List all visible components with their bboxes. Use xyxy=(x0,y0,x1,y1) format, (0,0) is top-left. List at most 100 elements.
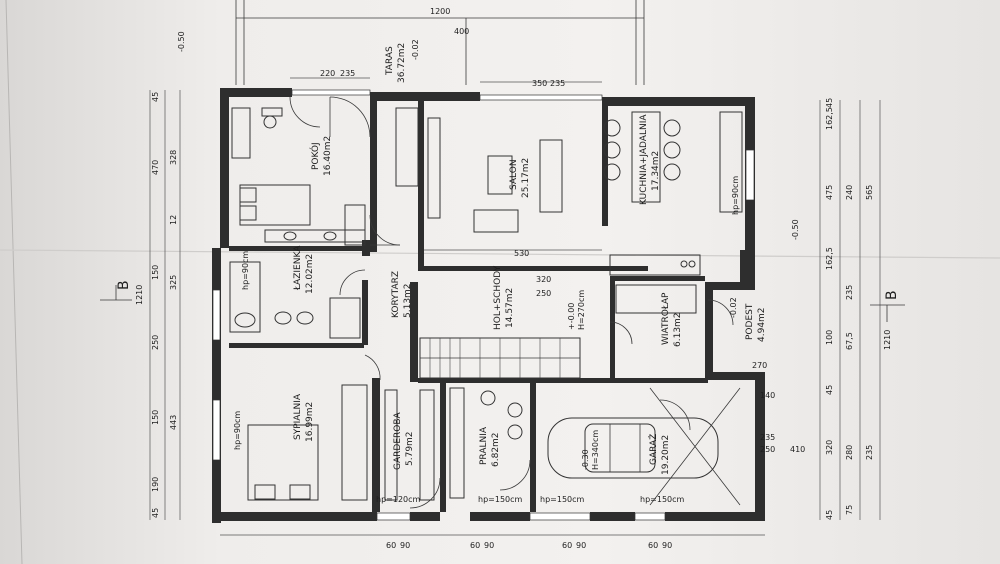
dim-garage-140: 140 xyxy=(760,391,775,400)
furniture xyxy=(229,107,743,506)
room-label-kuchnia: KUCHNIA+JADALNIA xyxy=(639,114,649,205)
dim-left-45-bottom: 45 xyxy=(151,508,160,518)
dim-mid-250: 250 xyxy=(536,289,551,298)
car-icon xyxy=(547,417,719,479)
room-label-wiatrolap: WIATROŁAP xyxy=(661,292,671,345)
dim-right-67-5: 67,5 xyxy=(845,332,854,350)
dim-right-240: 240 xyxy=(845,185,854,200)
dim-top-1200: 1200 xyxy=(430,7,450,16)
window-sill-garderoba: hp=120cm xyxy=(376,495,421,504)
room-area-sypialnia: 16.99m2 xyxy=(305,402,315,442)
window-sill-bedroom: hp=90cm xyxy=(233,411,242,450)
dim-mid-530: 530 xyxy=(514,249,529,258)
dim-right-162-5: 162,5 xyxy=(825,107,834,130)
dim-left-250: 250 xyxy=(151,335,160,350)
dim-right-162-5-b: 162,5 xyxy=(825,247,834,270)
dim-top-350: 350 xyxy=(532,79,547,88)
dim-bottom-60-d: 60 xyxy=(648,541,658,550)
room-area-korytarz: 5.13m2 xyxy=(403,283,413,318)
dim-right-235-b: 235 xyxy=(865,445,874,460)
dim-right-475: 475 xyxy=(825,185,834,200)
window-sill-garage-2: hp=150cm xyxy=(640,495,685,504)
dim-bottom-60-c: 60 xyxy=(562,541,572,550)
room-label-salon: SALON xyxy=(509,159,519,190)
interior-walls xyxy=(229,92,708,512)
staircase xyxy=(419,337,581,379)
room-area-garaz: 19.20m2 xyxy=(661,435,671,475)
section-letter-left: B xyxy=(116,280,132,290)
dim-top-235: 235 xyxy=(340,69,355,78)
room-area-taras: 36.72m2 xyxy=(397,43,407,83)
dim-bottom-90-b: 90 xyxy=(484,541,494,550)
window-sill-kitchen: hp=90cm xyxy=(731,176,740,215)
paper-fold-line xyxy=(5,0,23,564)
section-marker-left xyxy=(100,285,132,301)
dim-bottom-60-b: 60 xyxy=(470,541,480,550)
level-mark-terrace: -0.02 xyxy=(411,39,420,60)
room-label-lazienka: ŁAZIENKA xyxy=(293,245,303,291)
dim-left-443: 443 xyxy=(169,415,178,430)
section-letter-right: B xyxy=(884,290,900,300)
dim-right-100: 100 xyxy=(825,330,834,345)
room-area-lazienka: 12.02m2 xyxy=(305,254,315,294)
room-label-taras: TARAS xyxy=(385,46,395,76)
room-area-pralnia: 6.82m2 xyxy=(491,432,501,467)
dim-bottom-90-a: 90 xyxy=(400,541,410,550)
dim-left-190: 190 xyxy=(151,477,160,492)
level-mark-terrace-outer: -0.50 xyxy=(177,31,186,52)
dim-left-470: 470 xyxy=(151,160,160,175)
dim-bottom-90-c: 90 xyxy=(576,541,586,550)
dim-garage-235: 235 xyxy=(760,433,775,442)
room-area-wiatrolap: 6.13m2 xyxy=(673,312,683,347)
dim-left-325: 325 xyxy=(169,275,178,290)
dim-top-235-b: 235 xyxy=(550,79,565,88)
room-area-garderoba: 5.79m2 xyxy=(405,431,415,466)
level-mark-east: -0.50 xyxy=(791,219,800,240)
room-label-garaz: GARAŻ xyxy=(648,434,659,465)
dim-top-400: 400 xyxy=(454,27,469,36)
dimension-lines xyxy=(149,77,881,536)
paper-crease xyxy=(0,249,1000,259)
room-label-pokoj: POKÓJ xyxy=(309,142,321,170)
room-label-podest: PODEST xyxy=(745,303,755,340)
window-sill-bathroom: hp=90cm xyxy=(241,251,250,290)
dim-garage-410: 410 xyxy=(790,445,805,454)
dim-bottom-60-a: 60 xyxy=(386,541,396,550)
dim-top-220: 220 xyxy=(320,69,335,78)
dim-right-45-bottom: 45 xyxy=(825,510,834,520)
level-mark-zero-height: H=270cm xyxy=(577,290,586,330)
dim-garage-250: 250 xyxy=(760,445,775,454)
room-label-pralnia: PRALNIA xyxy=(479,426,489,465)
level-mark-garage-height: H=340cm xyxy=(591,430,600,470)
dim-left-150-b: 150 xyxy=(151,410,160,425)
room-label-sypialnia: SYPIALNIA xyxy=(293,393,303,440)
dim-left-328: 328 xyxy=(169,150,178,165)
window-sill-pralnia: hp=150cm xyxy=(478,495,523,504)
dim-left-1210: 1210 xyxy=(135,285,144,305)
room-area-pokoj: 16.40m2 xyxy=(323,136,333,176)
dim-left-150: 150 xyxy=(151,265,160,280)
door-swings xyxy=(289,96,734,509)
room-area-podest: 4.94m2 xyxy=(757,307,767,342)
dim-right-280: 280 xyxy=(845,445,854,460)
dim-right-235: 235 xyxy=(845,285,854,300)
dim-left-12: 12 xyxy=(169,215,178,225)
window-sill-garage-1: hp=150cm xyxy=(540,495,585,504)
room-area-salon: 25.17m2 xyxy=(521,158,531,198)
dim-bottom-90-d: 90 xyxy=(662,541,672,550)
dim-right-75: 75 xyxy=(845,505,854,515)
room-label-garderoba: GARDEROBA xyxy=(393,411,403,470)
dim-right-45: 45 xyxy=(825,385,834,395)
windows xyxy=(212,89,755,521)
dim-right-565: 565 xyxy=(865,185,874,200)
room-area-kuchnia: 17.34m2 xyxy=(651,151,661,191)
room-label-hol: HOL+SCHODY xyxy=(493,265,503,330)
dim-mid-320: 320 xyxy=(536,275,551,284)
level-mark-zero: +-0.00 xyxy=(567,303,576,330)
dim-right-320: 320 xyxy=(825,440,834,455)
section-marker-right xyxy=(870,304,905,322)
room-area-hol: 14.57m2 xyxy=(505,288,515,328)
dim-left-45-top: 45 xyxy=(151,92,160,102)
